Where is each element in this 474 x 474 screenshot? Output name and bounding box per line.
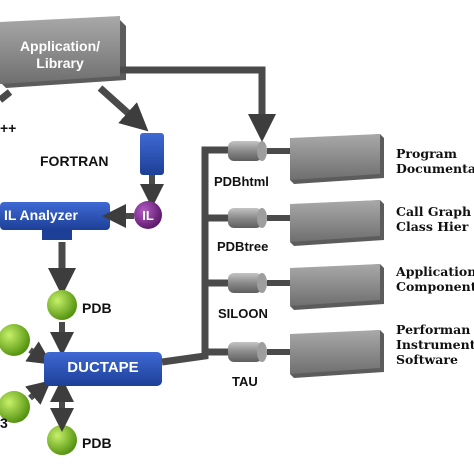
- il-badge-label: IL: [142, 208, 154, 223]
- output-component-line1: Application: [396, 264, 474, 279]
- output-box-callgraph: [290, 200, 384, 246]
- application-library-label: Application/ Library: [4, 38, 116, 72]
- pdb-sphere-left: [0, 324, 30, 356]
- tool-name-pdbhtml: PDBhtml: [214, 174, 269, 189]
- output-text-callgraph: Call Graph Class Hier: [396, 204, 471, 234]
- pdb-sphere-bottom: [47, 425, 77, 455]
- output-text-instrumentation: Performan Instrument Software: [396, 322, 474, 367]
- output-boxes: [290, 134, 384, 378]
- output-doc-line1: Program: [396, 146, 457, 161]
- application-label-line2: Library: [36, 55, 84, 71]
- output-text-component: Application Component: [396, 264, 474, 294]
- output-box-component: [290, 264, 384, 310]
- tool-output-connectors: [267, 148, 290, 355]
- output-text-documentation: Program Documentation: [396, 146, 474, 176]
- output-callgraph-line1: Call Graph: [396, 204, 472, 219]
- il-analyzer-block: [0, 202, 110, 240]
- output-component-line2: Component: [396, 279, 474, 294]
- fortran-block: [140, 133, 164, 175]
- pdb-bottom-label: PDB: [82, 435, 112, 451]
- pdb-to-ductape-arrows: [25, 322, 74, 432]
- il-analyzer-label: IL Analyzer: [4, 207, 78, 223]
- ductape-label: DUCTAPE: [67, 359, 139, 376]
- output-doc-line2: Documentation: [396, 161, 474, 176]
- output-box-documentation: [290, 134, 384, 184]
- ductape-trunk: [161, 146, 228, 366]
- pdb-sphere-top: [47, 290, 77, 320]
- output-perf-line1: Performan: [396, 322, 471, 337]
- tau-cylinder: [228, 342, 267, 362]
- application-library-box: [0, 16, 126, 88]
- pdbtree-cylinder: [228, 208, 267, 228]
- tool-name-tau: TAU: [232, 374, 258, 389]
- ductape-block: [44, 352, 162, 386]
- il-badge-circle: [134, 201, 162, 229]
- tool-name-siloon: SILOON: [218, 306, 268, 321]
- left-bottom-char: 3: [0, 415, 8, 431]
- left-edge-text: ++: [0, 120, 17, 136]
- output-perf-line3: Software: [396, 352, 458, 367]
- source-connectors: [0, 66, 276, 142]
- pdbhtml-cylinder: [228, 141, 267, 161]
- fortran-label: FORTRAN: [40, 153, 109, 169]
- tool-name-pdbtree: PDBtree: [217, 239, 269, 254]
- pdb-sphere-left-bottom: [0, 391, 30, 423]
- application-label-line1: Application/: [19, 38, 101, 54]
- output-box-instrumentation: [290, 330, 384, 378]
- tool-cylinders: [228, 141, 267, 362]
- output-perf-line2: Instrument: [396, 337, 474, 352]
- output-callgraph-line2: Class Hier: [396, 219, 469, 234]
- pdb-top-label: PDB: [82, 300, 112, 316]
- siloon-cylinder: [228, 273, 267, 293]
